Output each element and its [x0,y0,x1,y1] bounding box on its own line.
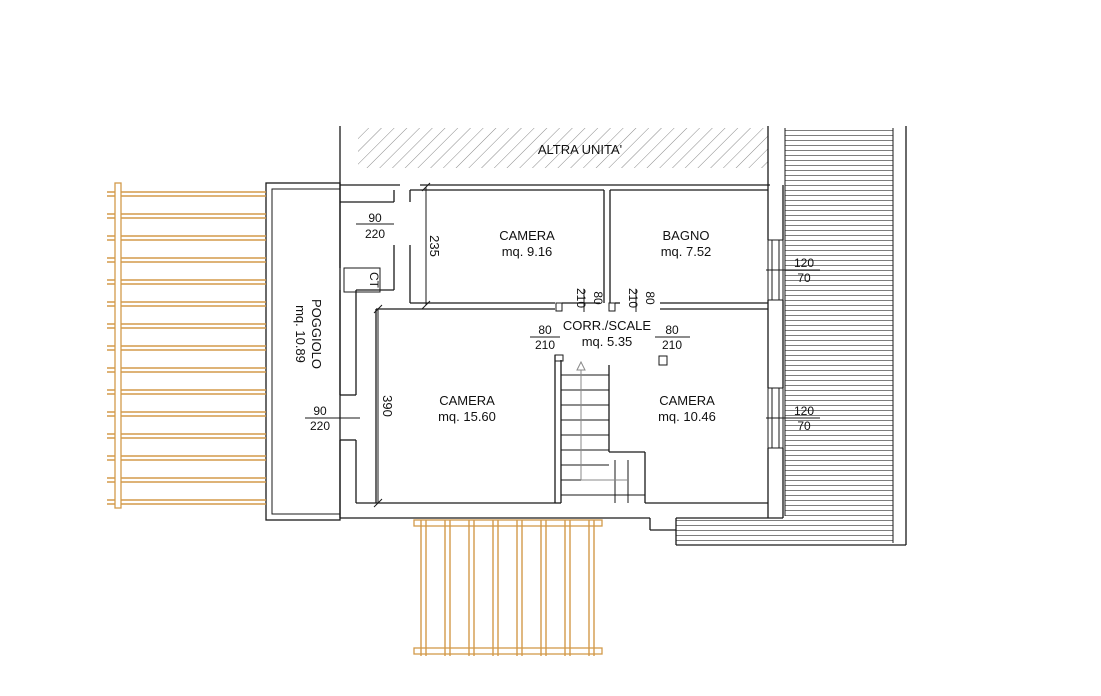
room-bagno-area: mq. 7.52 [661,244,712,259]
stairs-arrow-icon [576,360,586,371]
door-poggiolo-bottom-width: 90 [313,404,327,418]
ct-box: CT [343,267,381,293]
door-bagno-height: 210 [626,288,640,308]
bottom-pergola [413,519,603,656]
window-bagno: 120 70 [766,239,820,301]
door-camera-2-width: 80 [538,323,552,337]
room-camera-2-name: CAMERA [439,393,495,408]
door-camera-1: 80 210 [555,288,605,312]
door-poggiolo-top: 90 220 [356,211,394,241]
room-camera-3-name: CAMERA [659,393,715,408]
poggiolo: POGGIOLO mq. 10.89 [265,182,341,521]
window-bagno-height: 70 [797,271,811,285]
right-terrace [675,126,907,546]
dimension-390: 390 [373,304,395,508]
room-corridor: CORR./SCALE mq. 5.35 [563,318,651,349]
room-bagno-name: BAGNO [663,228,710,243]
door-camera-1-height: 210 [574,288,588,308]
door-bagno: 80 210 [608,288,657,312]
door-camera-2-height: 210 [535,338,555,352]
room-bagno: BAGNO mq. 7.52 [661,228,712,259]
poggiolo-area: mq. 10.89 [293,305,308,363]
door-camera-3: 80 210 [655,323,690,366]
window-camera-3-height: 70 [797,419,811,433]
dimension-390-label: 390 [380,395,395,417]
dimension-235: 235 [421,182,442,310]
door-poggiolo-bottom-height: 220 [310,419,330,433]
door-poggiolo-top-width: 90 [368,211,382,225]
staircase [561,360,645,503]
dimension-235-label: 235 [427,235,442,257]
door-bagno-width: 80 [643,291,657,305]
window-bagno-width: 120 [794,256,814,270]
left-pergola [107,182,266,509]
poggiolo-name: POGGIOLO [309,299,324,369]
room-camera-1: CAMERA mq. 9.16 [499,228,555,259]
room-corridor-name: CORR./SCALE [563,318,651,333]
door-camera-3-width: 80 [665,323,679,337]
room-camera-2-area: mq. 15.60 [438,409,496,424]
door-camera-1-width: 80 [591,291,605,305]
room-camera-3-area: mq. 10.46 [658,409,716,424]
window-camera-3: 120 70 [766,387,820,449]
door-camera-3-height: 210 [662,338,682,352]
other-unit-label: ALTRA UNITA' [538,142,622,157]
room-camera-1-name: CAMERA [499,228,555,243]
room-corridor-area: mq. 5.35 [582,334,633,349]
ct-label: CT [367,272,381,289]
room-camera-2: CAMERA mq. 15.60 [438,393,496,424]
door-poggiolo-bottom: 90 220 [305,404,360,433]
room-camera-3: CAMERA mq. 10.46 [658,393,716,424]
other-unit-area: ALTRA UNITA' [339,126,769,185]
window-camera-3-width: 120 [794,404,814,418]
door-camera-2: 80 210 [530,323,564,362]
walls [339,184,784,531]
room-camera-1-area: mq. 9.16 [502,244,553,259]
door-poggiolo-top-height: 220 [365,227,385,241]
